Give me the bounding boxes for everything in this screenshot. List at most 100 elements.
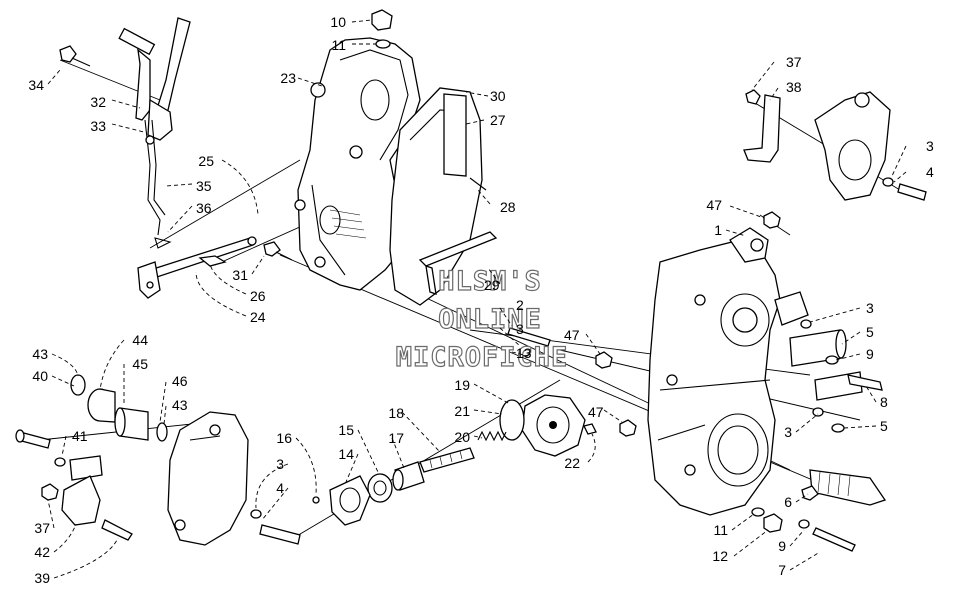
callout-label: 19 [454, 377, 470, 393]
nut-47-mid [619, 419, 637, 437]
callout-label: 15 [338, 422, 354, 438]
callout-label: 47 [588, 404, 604, 420]
callout-label: 5 [866, 324, 874, 340]
callout-label: 39 [34, 570, 50, 586]
callout-label: 3 [866, 300, 874, 316]
callout-label: 3 [516, 321, 524, 337]
callout-label: 8 [880, 394, 888, 410]
callout-label: 34 [28, 77, 44, 93]
watermark-line-1: HLSM'S [438, 266, 542, 297]
bolt-4-left [250, 509, 301, 545]
callout-label: 47 [564, 327, 580, 343]
callout-label: 11 [713, 522, 728, 538]
washer-46-43 [156, 422, 168, 442]
callout-label: 31 [232, 267, 248, 283]
callout-label: 30 [490, 88, 506, 104]
callout-label: 5 [880, 418, 888, 434]
brake-pedal-lever [118, 17, 191, 236]
callout-label: 29 [484, 277, 500, 293]
callout-label: 17 [388, 430, 404, 446]
watermark-line-3: MICROFICHE [396, 342, 569, 373]
callout-label: 28 [500, 199, 516, 215]
cap-15 [367, 473, 393, 503]
o-ring-11-top [375, 39, 391, 49]
screw-28 [469, 177, 487, 191]
callout-label: 4 [926, 164, 934, 180]
callout-label: 27 [490, 112, 506, 128]
washer-43 [70, 374, 86, 396]
washers-right [751, 319, 845, 533]
watermark-line-2: ONLINE [438, 304, 542, 335]
callout-label: 3 [926, 138, 934, 154]
callout-label: 43 [172, 397, 188, 413]
callout-label: 2 [516, 297, 524, 313]
bolts-right [801, 374, 883, 552]
callout-label: 3 [784, 424, 792, 440]
callout-label: 47 [706, 197, 722, 213]
callout-label: 36 [196, 200, 212, 216]
callout-label: 10 [330, 14, 346, 30]
callout-label: 43 [32, 346, 48, 362]
brake-shaft [137, 236, 257, 299]
clip-36 [154, 237, 172, 249]
callout-label: 26 [250, 288, 266, 304]
callout-label: 20 [454, 429, 470, 445]
callout-label: 23 [280, 70, 296, 86]
callout-label: 9 [866, 346, 874, 362]
bearing-stack [507, 327, 613, 369]
bracket-42 [61, 475, 101, 526]
piston-17 [392, 461, 425, 491]
callout-label: 14 [338, 446, 354, 462]
callout-label: 41 [72, 428, 88, 444]
callout-labels: 10 11 23 30 27 28 34 32 33 25 35 36 31 2… [28, 14, 934, 586]
bolt-4-top [882, 177, 927, 201]
callout-label: 45 [132, 356, 148, 372]
watermark: HLSM'S ONLINE MICROFICHE [395, 265, 569, 373]
callout-label: 1 [714, 222, 722, 238]
cover-plate-left [167, 411, 249, 546]
bolt-31 [263, 241, 293, 261]
callout-label: 12 [712, 548, 728, 564]
nut-47-top [763, 211, 781, 229]
callout-label: 9 [778, 538, 786, 554]
callout-label: 7 [778, 562, 786, 578]
cap-nut-10 [371, 9, 393, 31]
callout-label: 38 [786, 79, 802, 95]
bolt-40 [15, 429, 51, 449]
bushing-44 [87, 388, 116, 423]
callout-label: 40 [32, 368, 48, 384]
chain-guard-plate [389, 87, 498, 306]
callout-label: 21 [454, 403, 470, 419]
callout-label: 46 [172, 373, 188, 389]
screw-22 [583, 423, 597, 435]
bolt-39 [101, 519, 133, 541]
callout-label: 4 [276, 480, 284, 496]
pump-housing-19 [521, 394, 586, 457]
spring-18 [419, 447, 475, 473]
nut-37-left [41, 483, 59, 501]
callout-label: 37 [34, 520, 50, 536]
callout-label: 42 [34, 544, 50, 560]
callout-label: 32 [90, 94, 106, 110]
gasket-14 [329, 475, 371, 526]
callout-label: 44 [132, 332, 148, 348]
diaphragm-21 [499, 399, 525, 441]
callout-label: 33 [90, 118, 106, 134]
callout-label: 3 [276, 456, 284, 472]
bolt-34 [59, 45, 91, 67]
spacer-41 [54, 455, 103, 481]
callout-label: 6 [784, 494, 792, 510]
callout-label: 37 [786, 54, 802, 70]
callout-label: 35 [196, 178, 212, 194]
spring-20 [477, 430, 507, 442]
callout-label: 25 [198, 153, 214, 169]
callout-label: 13 [516, 345, 532, 361]
leader-lines [47, 19, 907, 579]
callout-label: 16 [276, 430, 292, 446]
callout-label: 22 [564, 455, 580, 471]
callout-label: 11 [331, 37, 346, 53]
bracket-assembly [743, 89, 891, 201]
callout-label: 18 [388, 405, 404, 421]
